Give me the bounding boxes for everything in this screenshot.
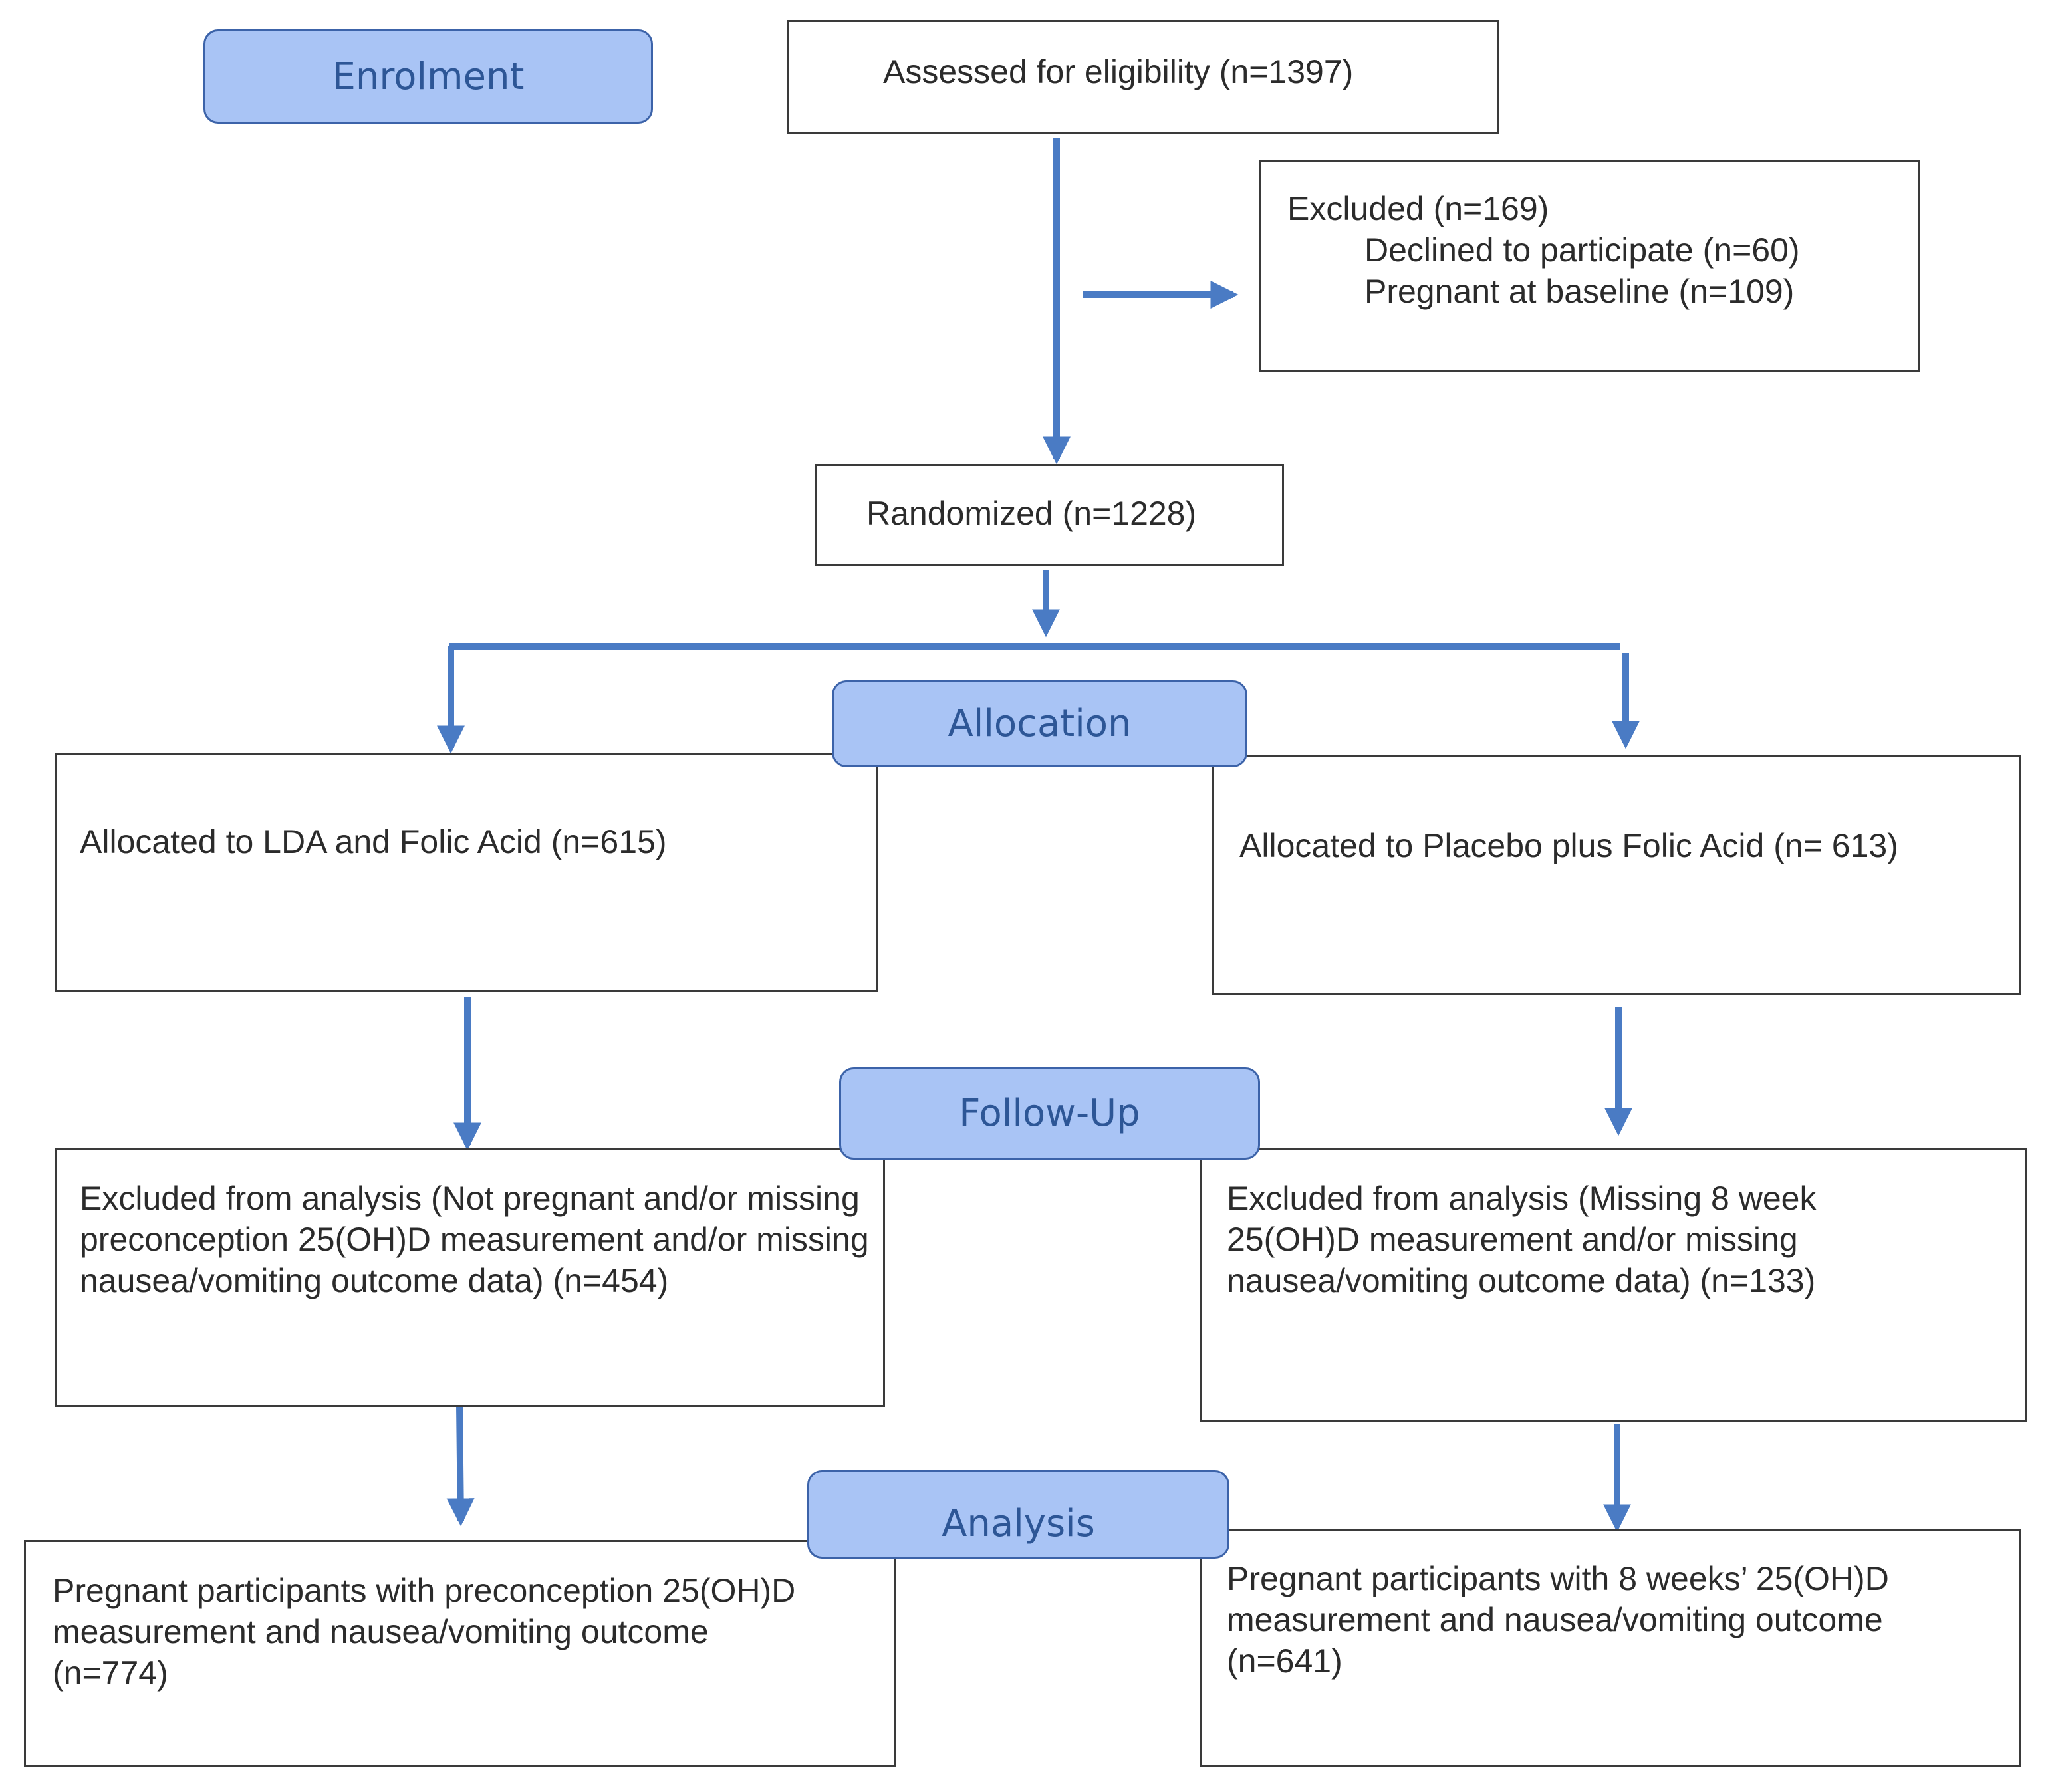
assessed-box: Assessed for eligibility (n=1397) <box>787 20 1499 134</box>
followup-placebo-text: Excluded from analysis (Missing 8 week 2… <box>1227 1180 1817 1299</box>
followup-lda-box: Excluded from analysis (Not pregnant and… <box>55 1148 885 1407</box>
excluded-title: Excluded (n=169) <box>1287 190 1549 227</box>
analysis-placebo-box: Pregnant participants with 8 weeks’ 25(O… <box>1200 1529 2021 1767</box>
arrow-followup-lda-to-analysis <box>446 1404 475 1527</box>
stage-allocation: Allocation <box>832 680 1247 767</box>
analysis-lda-text: Pregnant participants with preconception… <box>53 1572 796 1692</box>
excluded-item-declined: Declined to participate (n=60) <box>1364 231 1800 269</box>
excluded-box: Excluded (n=169) Declined to participate… <box>1259 160 1920 372</box>
stage-allocation-label: Allocation <box>948 702 1132 745</box>
followup-placebo-box: Excluded from analysis (Missing 8 week 2… <box>1200 1148 2027 1422</box>
assessed-text: Assessed for eligibility (n=1397) <box>883 53 1354 90</box>
analysis-placebo-text: Pregnant participants with 8 weeks’ 25(O… <box>1227 1560 1889 1680</box>
randomized-box: Randomized (n=1228) <box>815 464 1284 566</box>
excluded-item-pregnant: Pregnant at baseline (n=109) <box>1364 273 1795 310</box>
allocated-lda-box: Allocated to LDA and Folic Acid (n=615) <box>55 753 878 992</box>
stage-follow-up: Follow-Up <box>839 1067 1260 1160</box>
stage-follow-up-label: Follow-Up <box>959 1092 1140 1135</box>
allocated-placebo-box: Allocated to Placebo plus Folic Acid (n=… <box>1212 755 2021 995</box>
analysis-lda-box: Pregnant participants with preconception… <box>24 1540 896 1767</box>
stage-enrolment-label: Enrolment <box>332 55 525 98</box>
stage-enrolment: Enrolment <box>203 29 653 124</box>
followup-lda-text: Excluded from analysis (Not pregnant and… <box>80 1180 869 1299</box>
randomized-text: Randomized (n=1228) <box>866 495 1197 532</box>
excluded-list: Excluded (n=169) Declined to participate… <box>1287 188 1912 312</box>
stage-analysis-label: Analysis <box>942 1502 1095 1545</box>
stage-analysis: Analysis <box>807 1470 1229 1559</box>
allocated-lda-text: Allocated to LDA and Folic Acid (n=615) <box>80 823 667 860</box>
allocated-placebo-text: Allocated to Placebo plus Folic Acid (n=… <box>1239 827 1898 864</box>
